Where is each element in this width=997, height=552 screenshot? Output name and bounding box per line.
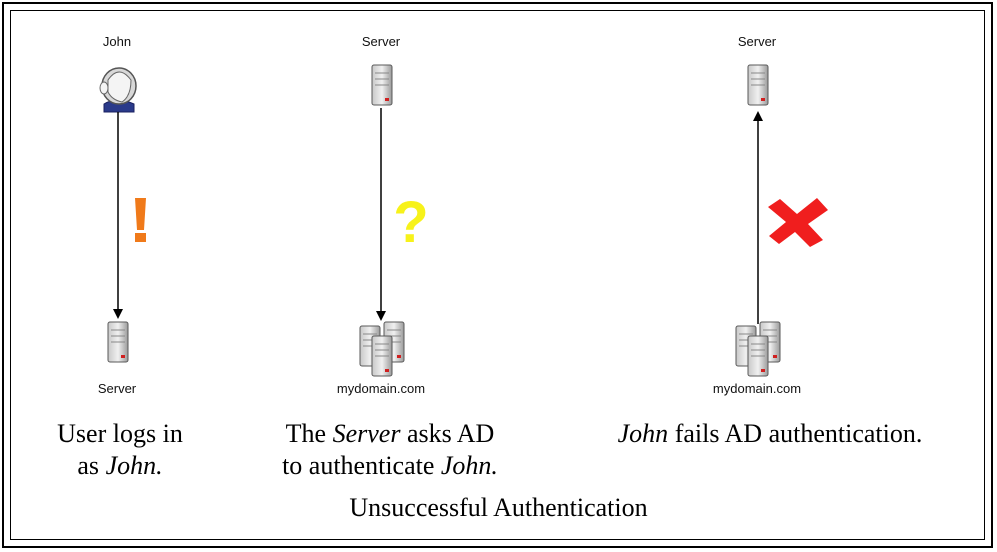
- question-icon: ?: [393, 190, 428, 255]
- domain-servers-icon: [735, 321, 781, 377]
- node-label-server: Server: [98, 381, 137, 396]
- user-avatar-icon: [99, 67, 137, 113]
- server-icon: [747, 64, 769, 106]
- node-label-server: Server: [362, 34, 401, 49]
- node-label-domain: mydomain.com: [337, 381, 425, 396]
- caption-italic: John.: [440, 451, 498, 480]
- x-mark-icon: [768, 198, 828, 247]
- caption-italic: Server: [332, 419, 401, 448]
- caption-text: asks AD: [400, 419, 495, 448]
- exclamation-icon: [135, 198, 146, 242]
- inner-frame: [10, 10, 985, 540]
- server-icon: [371, 64, 393, 106]
- diagram-title: Unsuccessful Authentication: [349, 493, 648, 522]
- caption-step-3: John fails AD authentication.: [560, 418, 980, 450]
- caption-text: as: [77, 451, 106, 480]
- node-label-domain: mydomain.com: [713, 381, 801, 396]
- caption-text: User logs in: [57, 419, 183, 448]
- caption-step-2: The Server asks AD to authenticate John.: [240, 418, 540, 482]
- caption-text: The: [285, 419, 333, 448]
- node-label-user: John: [103, 34, 131, 49]
- domain-servers-icon: [359, 321, 405, 377]
- server-icon: [107, 321, 129, 363]
- caption-text: to authenticate: [282, 451, 441, 480]
- caption-text: fails AD authentication.: [668, 419, 923, 448]
- caption-italic: John: [617, 419, 669, 448]
- caption-step-1: User logs in as John.: [30, 418, 210, 482]
- caption-italic: John.: [105, 451, 163, 480]
- node-label-server: Server: [738, 34, 777, 49]
